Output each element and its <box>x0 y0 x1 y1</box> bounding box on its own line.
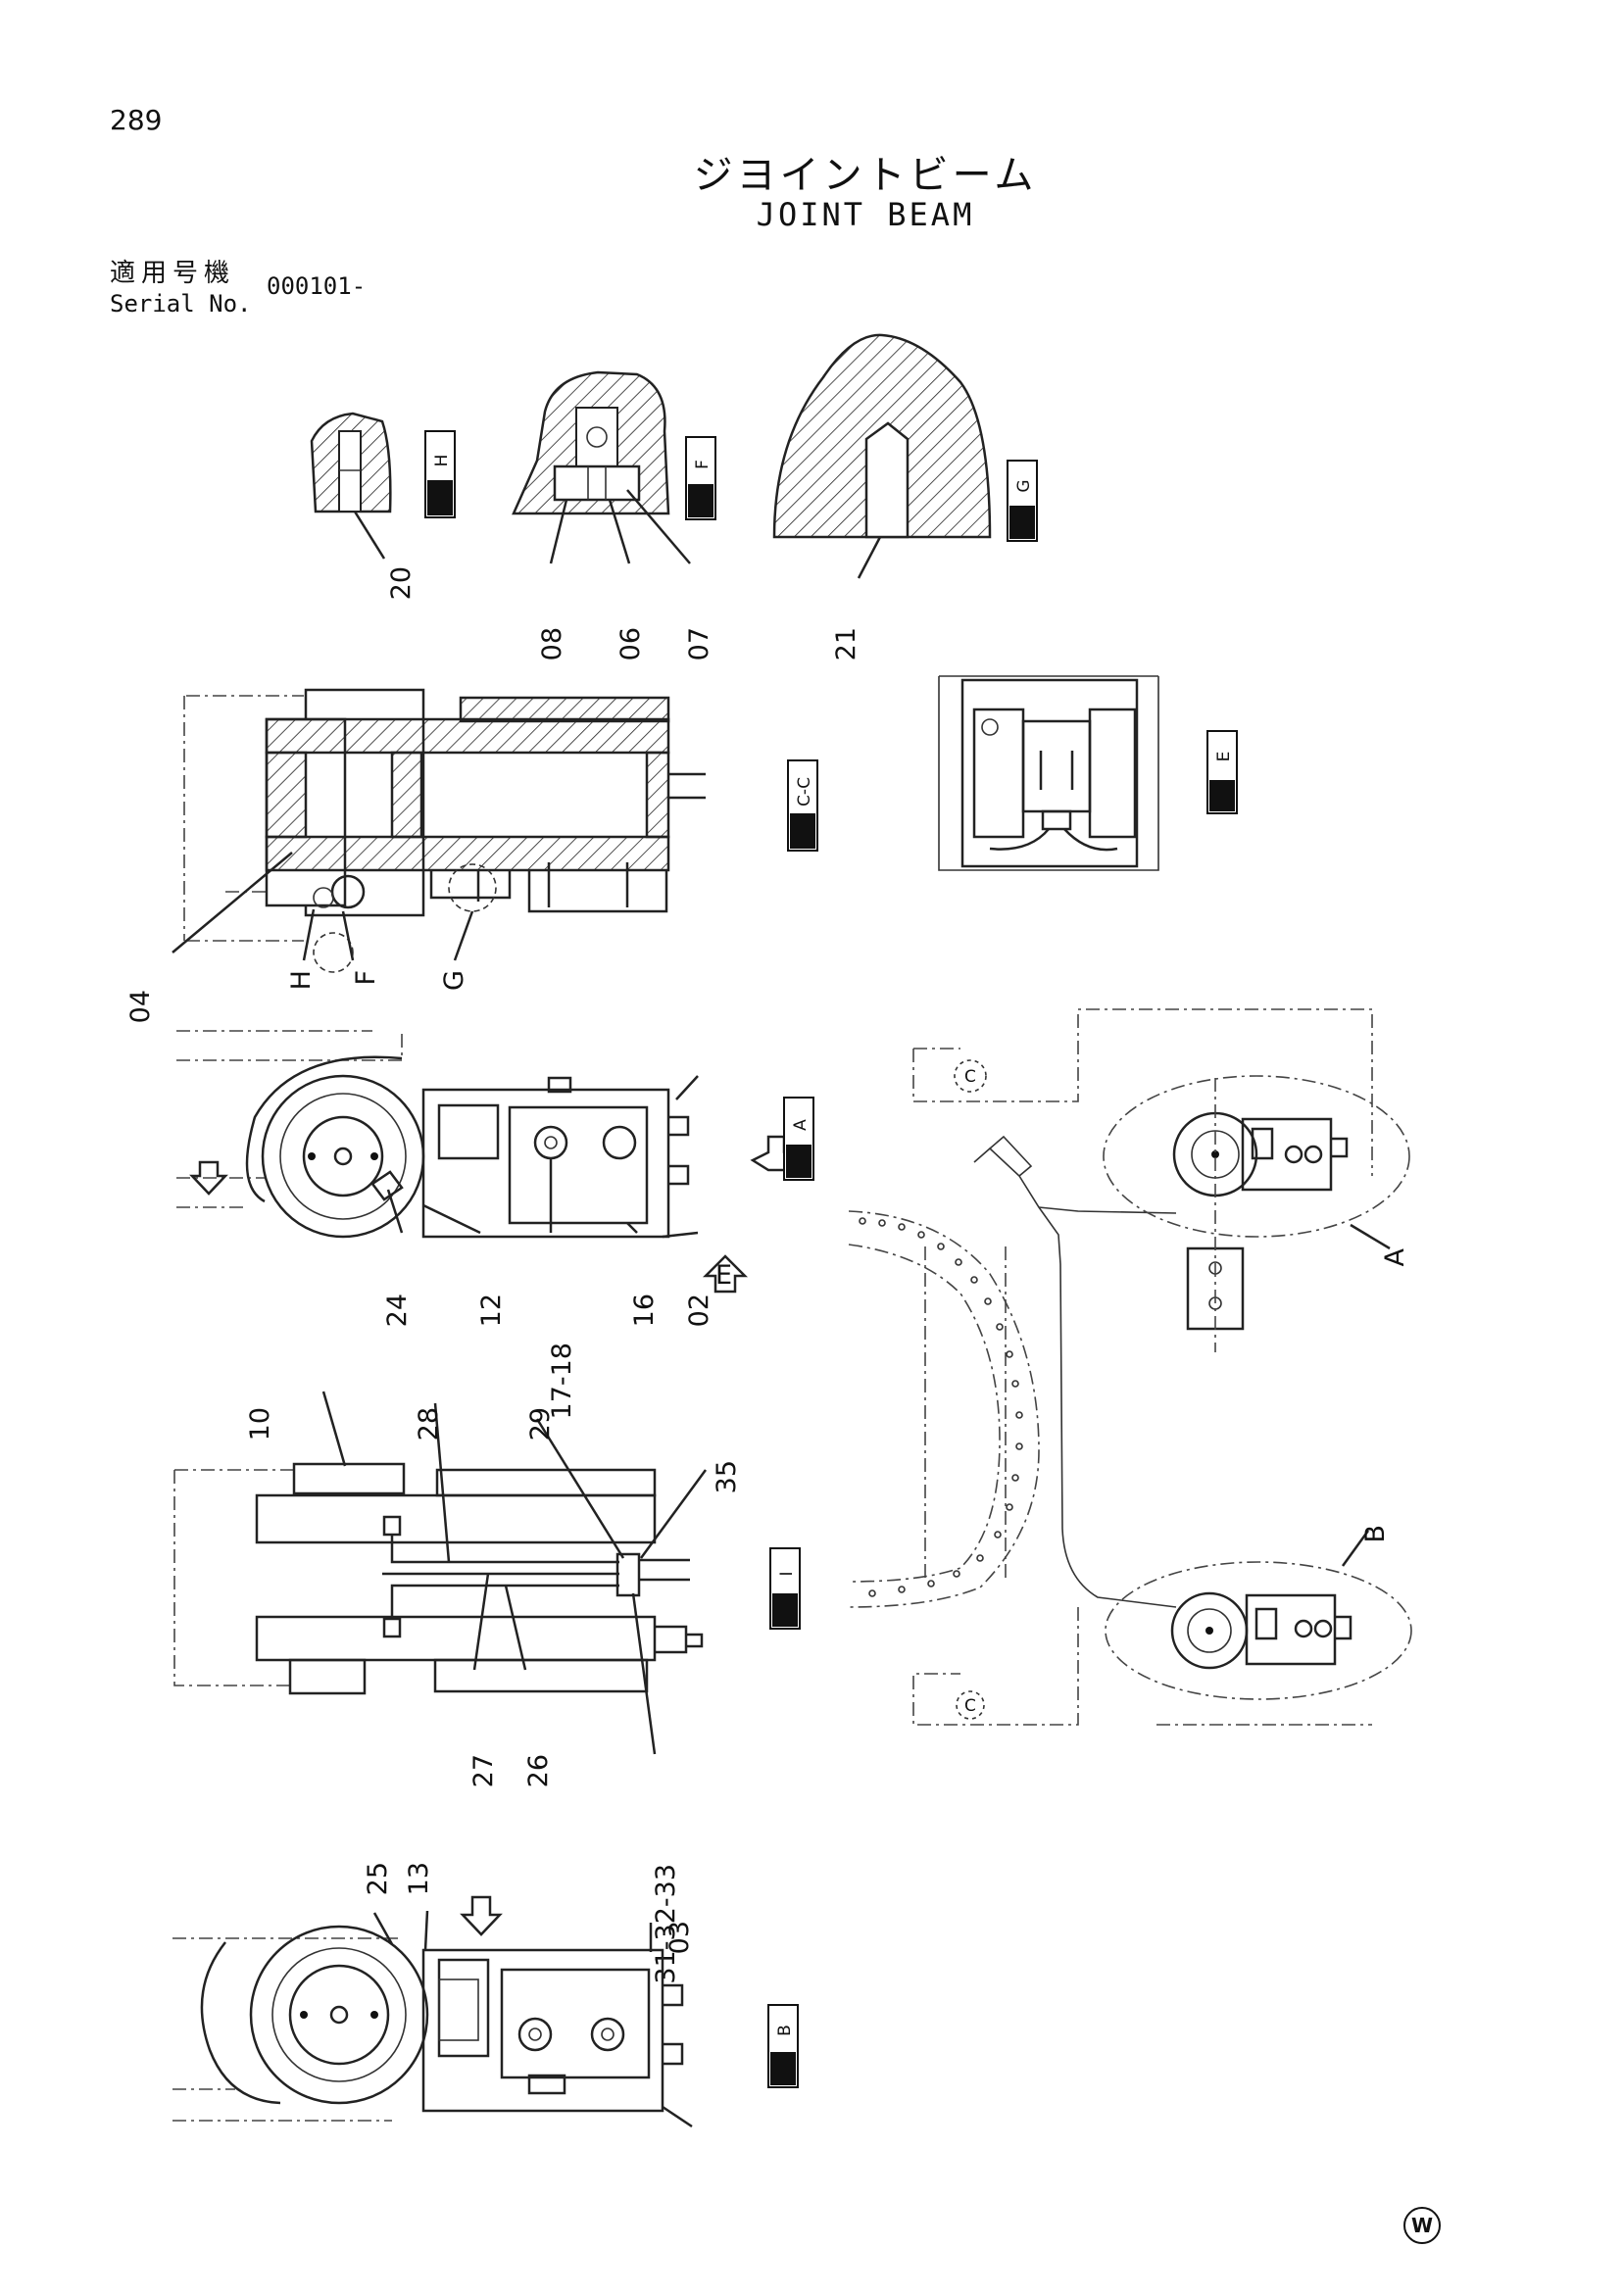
callout-28: 28 <box>414 1407 444 1441</box>
main-frame-view: C C <box>848 1008 1412 1726</box>
detail-f-view: 08 06 07 F <box>512 370 716 660</box>
callout-06: 06 <box>615 627 646 660</box>
callout-12: 12 <box>476 1294 507 1327</box>
page-title-japanese: ジヨイントビーム <box>693 153 1038 198</box>
ref-letter-b: B <box>1360 1525 1391 1543</box>
ref-letter-c-lower: C <box>964 1696 976 1716</box>
ref-letter-h: H <box>286 970 317 990</box>
callout-10: 10 <box>245 1407 275 1441</box>
callout-17-18: 17-18 <box>547 1343 577 1419</box>
callout-13: 13 <box>404 1862 434 1895</box>
callout-03: 03 <box>664 1921 695 1954</box>
ref-letter-e: E <box>715 1260 732 1291</box>
callout-02: 02 <box>684 1294 714 1327</box>
ref-letter-a: A <box>1380 1247 1410 1266</box>
view-e-view: E <box>938 675 1238 871</box>
section-cc-letter: C-C <box>795 777 814 806</box>
detail-h-view: 20 H <box>310 412 456 600</box>
frame-bolt-holes <box>859 1217 1023 1597</box>
callout-16: 16 <box>629 1294 660 1327</box>
view-e-letter: E <box>1214 752 1234 762</box>
detail-g-view: 21 G <box>772 333 1038 660</box>
callout-04: 04 <box>125 990 156 1023</box>
page-number: 289 <box>110 104 163 136</box>
detail-f-letter: F <box>693 460 713 469</box>
section-cc-view: 04 H F G C-C <box>125 688 818 1023</box>
callout-07: 07 <box>684 627 714 660</box>
view-i-letter: I <box>777 1571 797 1576</box>
detail-b-view: 25 13 03 B <box>172 1862 799 2128</box>
page-title-english: JOINT BEAM <box>756 196 975 233</box>
callout-20: 20 <box>386 566 417 600</box>
callout-25: 25 <box>363 1862 393 1895</box>
callout-24: 24 <box>382 1294 413 1327</box>
ref-letter-g: G <box>439 970 469 991</box>
callout-27: 27 <box>468 1754 499 1787</box>
view-i-view: 10 28 29 35 27 26 31-32-33 I <box>173 1391 801 1984</box>
ref-letter-f: F <box>351 970 381 986</box>
detail-h-letter: H <box>432 455 452 467</box>
detail-a-letter: A <box>791 1119 811 1131</box>
detail-g-letter: G <box>1014 479 1034 492</box>
callout-08: 08 <box>537 627 567 660</box>
detail-b-letter: B <box>775 2025 795 2036</box>
ref-letter-c: C <box>964 1067 976 1087</box>
detail-a-view: E 24 12 17-18 16 02 A <box>176 1030 814 1419</box>
serial-label-english: Serial No. <box>110 290 252 318</box>
callout-21: 21 <box>831 627 861 660</box>
callout-31-32-33: 31-32-33 <box>651 1864 681 1984</box>
manufacturer-logo: W <box>1403 2207 1441 2244</box>
callout-35: 35 <box>712 1460 742 1493</box>
serial-number-value: 000101- <box>267 272 367 300</box>
callout-26: 26 <box>523 1754 554 1787</box>
serial-label-japanese: 適用号機 <box>110 259 236 288</box>
callout-29: 29 <box>525 1407 556 1441</box>
